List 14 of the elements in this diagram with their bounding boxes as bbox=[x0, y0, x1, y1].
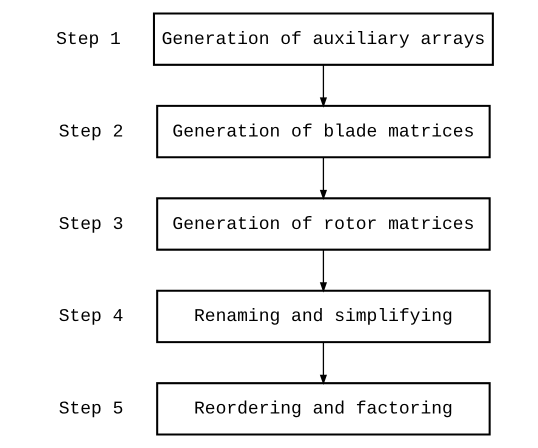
node-box: Generation of auxiliary arrays bbox=[152, 12, 494, 66]
node-label: Step 4 bbox=[58, 307, 123, 328]
node-label: Step 1 bbox=[56, 30, 120, 50]
arrow bbox=[319, 64, 327, 108]
arrow bbox=[319, 342, 327, 385]
node-box: Generation of blade matrices bbox=[156, 104, 490, 158]
node-box: Reordering and factoring bbox=[156, 382, 490, 436]
node-label: Step 5 bbox=[58, 400, 123, 420]
node-box: Generation of rotor matrices bbox=[156, 197, 490, 251]
node-label: Step 2 bbox=[58, 122, 123, 142]
node-label: Step 3 bbox=[58, 214, 123, 235]
arrow bbox=[319, 157, 327, 200]
arrow bbox=[319, 250, 327, 293]
node-box: Renaming and simplifying bbox=[156, 290, 490, 344]
